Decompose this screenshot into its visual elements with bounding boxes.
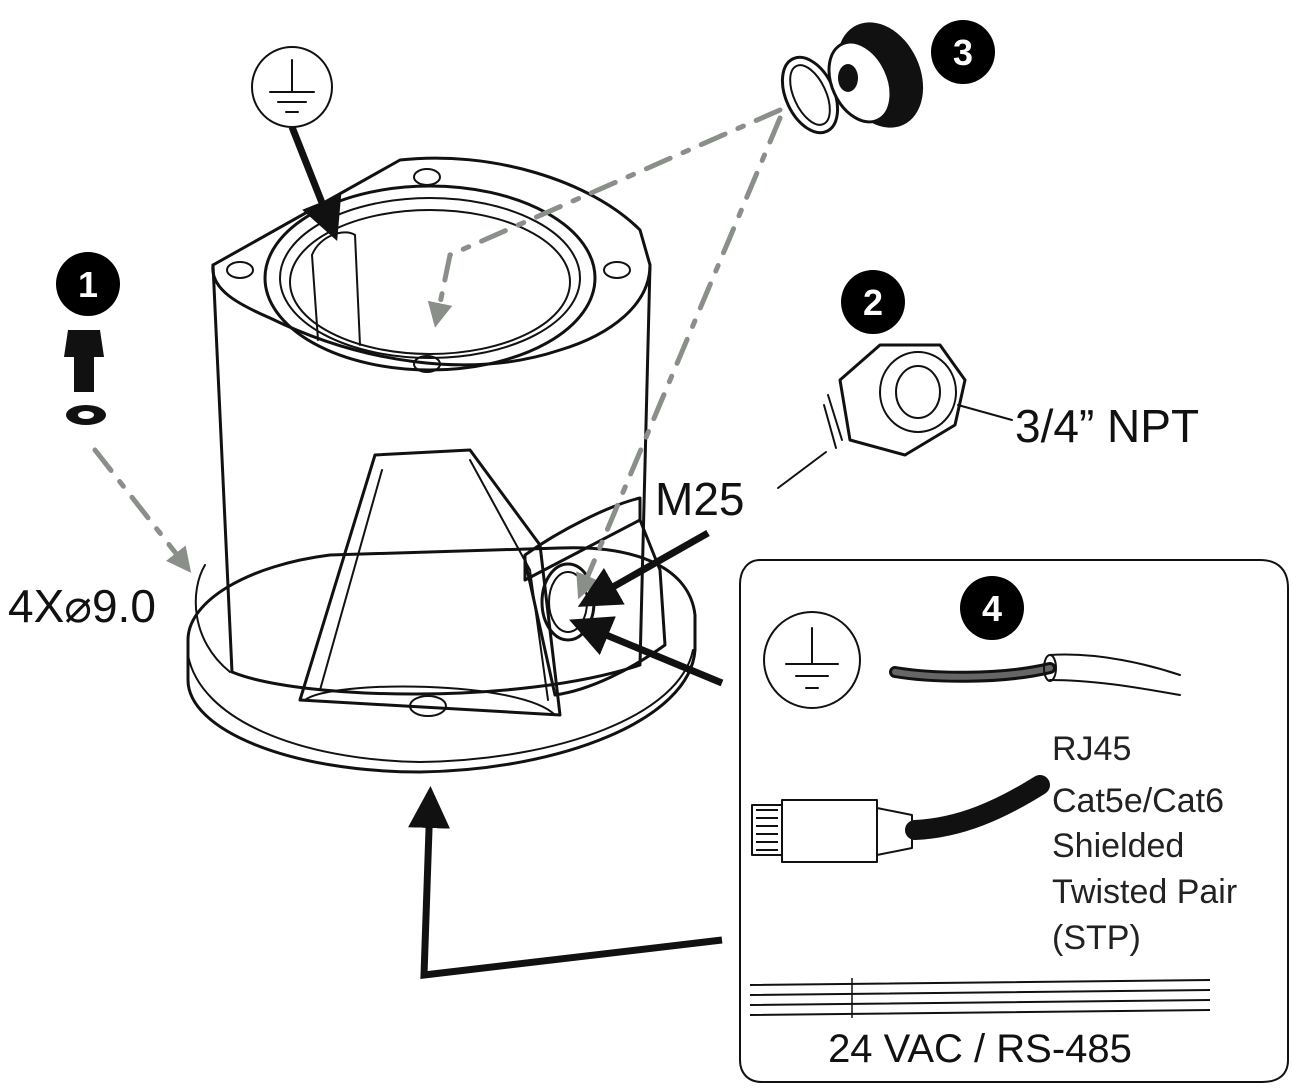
- rj45-connector-icon: [751, 775, 1050, 863]
- thread-npt-label: 3/4” NPT: [1015, 400, 1199, 452]
- badge-1: 1: [56, 252, 120, 316]
- rj45-label-line4: Twisted Pair: [1052, 873, 1237, 911]
- bolt-and-washer-icon: [64, 330, 106, 425]
- badge-4-number: 4: [982, 588, 1002, 629]
- ground-symbol-icon: [763, 611, 861, 709]
- badge-2: 2: [841, 270, 905, 334]
- cable-gland-icon: [823, 343, 967, 457]
- ground-symbol-icon: [251, 46, 333, 128]
- wiring-panel: RJ45 Cat5e/Cat6 Shielded Twisted Pair (S…: [739, 559, 1289, 1083]
- thread-metric-label: M25: [655, 473, 744, 525]
- pointer-arrows: [288, 125, 1013, 979]
- mount-body: [211, 156, 667, 717]
- badge-1-number: 1: [78, 264, 98, 305]
- rj45-label-line3: Shielded: [1052, 827, 1184, 865]
- power-wires-icon: [749, 978, 1211, 1018]
- badge-2-number: 2: [863, 282, 883, 323]
- badge-3: 3: [931, 20, 995, 84]
- rj45-label-line2: Cat5e/Cat6: [1052, 782, 1224, 820]
- hole-spec-label: 4X⌀9.0: [8, 580, 156, 632]
- rj45-label-line5: (STP): [1052, 919, 1141, 957]
- ground-wire-icon: [889, 653, 1181, 696]
- badge-4: 4: [960, 576, 1024, 640]
- power-label: 24 VAC / RS-485: [828, 1027, 1132, 1071]
- assembly-guides: [92, 107, 783, 600]
- badge-3-number: 3: [953, 32, 973, 73]
- mount-base: [186, 546, 697, 774]
- plug-and-oring-icon: [780, 22, 924, 135]
- rj45-label-line1: RJ45: [1052, 730, 1131, 768]
